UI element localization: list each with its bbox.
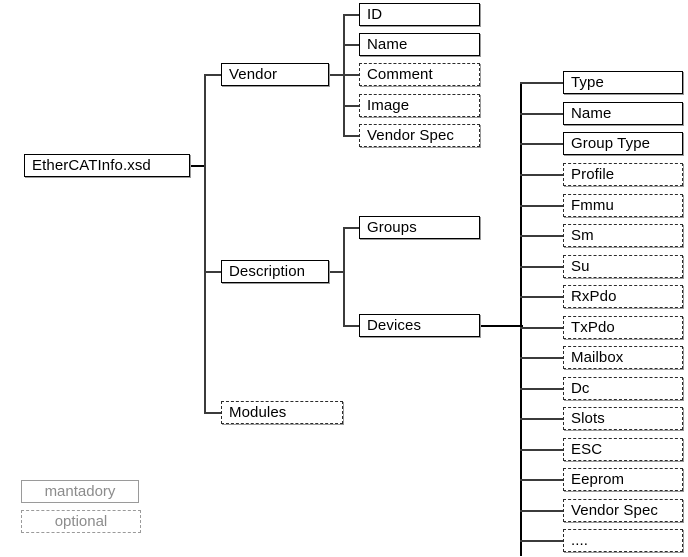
node-device-fmmu[interactable]: Fmmu: [563, 194, 683, 217]
connector-vendor-child-1: [343, 44, 360, 46]
connector-description-stub: [329, 271, 345, 273]
node-device-type[interactable]: Type: [563, 71, 683, 94]
node-device-esc[interactable]: ESC: [563, 438, 683, 461]
connector-description-child-1: [343, 325, 360, 327]
node-device-eeprom[interactable]: Eeprom: [563, 468, 683, 491]
connector-vendor-child-0: [343, 14, 360, 16]
node-vendor-comment[interactable]: Comment: [359, 63, 480, 86]
legend-label: mantadory: [44, 483, 116, 500]
connector-devices-child-11: [520, 418, 564, 420]
connector-vendor-child-2: [343, 74, 360, 76]
connector-devices-child-15: [520, 540, 564, 542]
node-label: Su: [571, 258, 590, 275]
connector-devices-trunk: [520, 82, 522, 556]
node-vendor[interactable]: Vendor: [221, 63, 329, 86]
connector-vendor-child-4: [343, 135, 360, 137]
node-label: Slots: [571, 410, 605, 427]
connector-description-trunk: [343, 227, 345, 327]
node-label: Group Type: [571, 135, 651, 152]
node-label: Vendor: [229, 66, 278, 83]
connector-devices-child-13: [520, 479, 564, 481]
node-devices[interactable]: Devices: [359, 314, 480, 337]
node-label: Groups: [367, 219, 417, 236]
node-root-ethercatinfo[interactable]: EtherCATInfo.xsd: [24, 154, 190, 177]
node-vendor-name[interactable]: Name: [359, 33, 480, 56]
node-device-name[interactable]: Name: [563, 102, 683, 125]
connector-vendor-child-3: [343, 105, 360, 107]
connector-devices-child-3: [520, 174, 564, 176]
node-label: Dc: [571, 380, 590, 397]
node-label: ID: [367, 6, 383, 23]
connector-devices-child-8: [520, 327, 564, 329]
connector-trunk-vendor: [204, 74, 222, 76]
node-label: RxPdo: [571, 288, 617, 305]
connector-devices-child-7: [520, 296, 564, 298]
node-label: Vendor Spec: [571, 502, 658, 519]
node-label: Description: [229, 263, 306, 280]
node-device-su[interactable]: Su: [563, 255, 683, 278]
connector-root-stub: [190, 165, 206, 167]
legend-optional: optional: [21, 510, 141, 533]
connector-devices-child-10: [520, 388, 564, 390]
connector-devices-stub: [480, 325, 523, 327]
node-device-txpdo[interactable]: TxPdo: [563, 316, 683, 339]
node-modules[interactable]: Modules: [221, 401, 343, 424]
node-device-profile[interactable]: Profile: [563, 163, 683, 186]
node-device-rxpdo[interactable]: RxPdo: [563, 285, 683, 308]
node-label: Name: [367, 36, 408, 53]
node-device-mailbox[interactable]: Mailbox: [563, 346, 683, 369]
node-label: Vendor Spec: [367, 127, 454, 144]
node-label: Name: [571, 105, 612, 122]
node-label: Comment: [367, 66, 433, 83]
connector-devices-child-14: [520, 510, 564, 512]
node-label: Sm: [571, 227, 594, 244]
connector-devices-child-6: [520, 266, 564, 268]
node-description[interactable]: Description: [221, 260, 329, 283]
node-label: Eeprom: [571, 471, 625, 488]
connector-trunk-description: [204, 271, 222, 273]
legend-label: optional: [54, 513, 108, 530]
node-label: Modules: [229, 404, 287, 421]
node-device-dc[interactable]: Dc: [563, 377, 683, 400]
connector-devices-child-2: [520, 143, 564, 145]
connector-devices-child-4: [520, 205, 564, 207]
connector-trunk-modules: [204, 412, 222, 414]
node-label: Fmmu: [571, 197, 614, 214]
connector-main-trunk: [204, 74, 206, 413]
node-vendor-image[interactable]: Image: [359, 94, 480, 117]
connector-devices-child-9: [520, 357, 564, 359]
node-label: Type: [571, 74, 604, 91]
node-vendor-vendor-spec[interactable]: Vendor Spec: [359, 124, 480, 147]
node-label: ....: [571, 532, 589, 549]
node-device-more[interactable]: ....: [563, 529, 683, 552]
connector-devices-child-1: [520, 113, 564, 115]
node-label: Devices: [367, 317, 422, 334]
node-device-group-type[interactable]: Group Type: [563, 132, 683, 155]
node-label: EtherCATInfo.xsd: [32, 157, 151, 174]
connector-description-child-0: [343, 227, 360, 229]
legend-mandatory: mantadory: [21, 480, 139, 503]
node-label: Image: [367, 97, 410, 114]
node-label: TxPdo: [571, 319, 615, 336]
connector-vendor-stub: [329, 74, 345, 76]
node-label: ESC: [571, 441, 603, 458]
connector-devices-child-5: [520, 235, 564, 237]
connector-devices-child-0: [520, 82, 564, 84]
connector-devices-child-12: [520, 449, 564, 451]
node-device-slots[interactable]: Slots: [563, 407, 683, 430]
node-device-vendor-spec[interactable]: Vendor Spec: [563, 499, 683, 522]
node-label: Mailbox: [571, 349, 624, 366]
node-label: Profile: [571, 166, 615, 183]
node-vendor-id[interactable]: ID: [359, 3, 480, 26]
node-groups[interactable]: Groups: [359, 216, 480, 239]
node-device-sm[interactable]: Sm: [563, 224, 683, 247]
